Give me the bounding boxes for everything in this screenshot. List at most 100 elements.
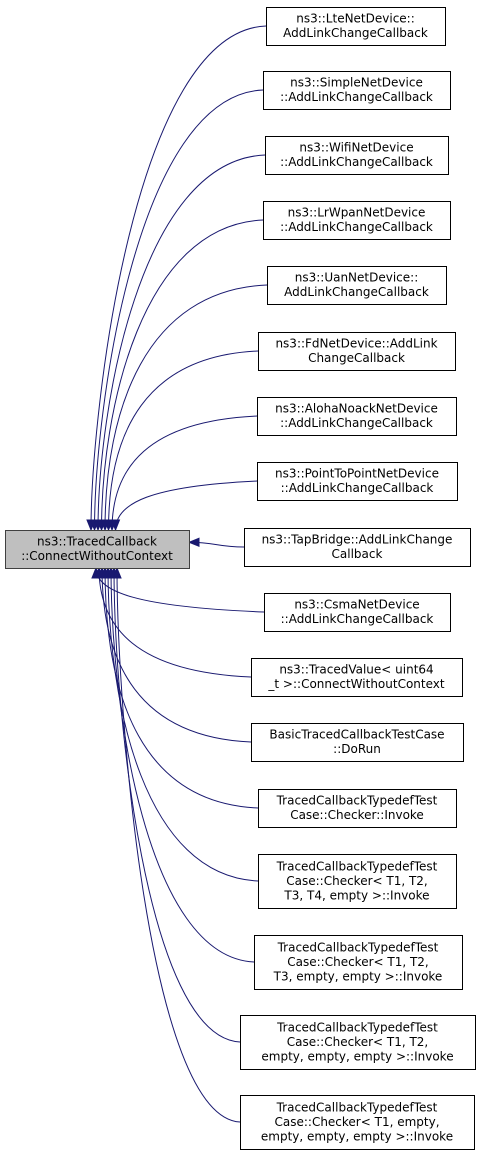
node-caller-lrwpannetdevice-addlinkchangecallback-label-line-2: ::AddLinkChangeCallback (280, 220, 433, 234)
edge-line (108, 350, 259, 531)
node-caller-fdnetdevice-addlinkchangecallback-label-line-2: ChangeCallback (308, 351, 405, 365)
node-caller-pointtopointnetdevice-addlinkchangecallback-label-line-2: ::AddLinkChangeCallback (281, 481, 434, 495)
node-caller-tracedvalue-uint64-t-connectwithoutcontext-box (251, 658, 463, 697)
node-caller-tracedcallbacktypedeftestcase-checker-t1-t2-t3-empty-empty-invoke-label-line-2: Case::Checker< T1, T2, (287, 955, 429, 969)
node-caller-tracedcallbacktypedeftestcase-checker-invoke-box (258, 789, 457, 828)
node-caller-tracedcallbacktypedeftestcase-checker-t1-t2-t3-empty-empty-invoke-box (254, 935, 463, 990)
edge-arrowhead (110, 519, 121, 532)
edge-caller-15 (106, 566, 255, 963)
node-caller-tracedcallbacktypedeftestcase-checker-t1-empty-empty-empty-empty-invoke[interactable]: TracedCallbackTypedefTestCase::Checker< … (240, 1095, 475, 1150)
edge-caller-3 (93, 154, 266, 532)
edge-caller-1 (86, 25, 267, 532)
node-caller-simplenetdevice-addlinkchangecallback-box (263, 71, 451, 110)
node-caller-pointtopointnetdevice-addlinkchangecallback[interactable]: ns3::PointToPointNetDevice::AddLinkChang… (257, 462, 458, 501)
node-caller-tracedcallbacktypedeftestcase-checker-t1-t2-t3-t4-empty-invoke-label-line-2: Case::Checker< T1, T2, (286, 874, 428, 888)
node-caller-tapbridge-addlinkchangecallback-label-line-1: ns3::TapBridge::AddLinkChange (262, 533, 453, 547)
node-caller-tapbridge-addlinkchangecallback-box (244, 528, 471, 567)
edge-line (90, 25, 267, 531)
node-caller-tracedcallbacktypedeftestcase-checker-t1-t2-empty-empty-empty-invoke-label-line-1: TracedCallbackTypedefTest (276, 1020, 438, 1034)
node-caller-lrwpannetdevice-addlinkchangecallback-label-line-1: ns3::LrWpanNetDevice (288, 206, 426, 220)
node-caller-lrwpannetdevice-addlinkchangecallback[interactable]: ns3::LrWpanNetDevice::AddLinkChangeCallb… (263, 201, 451, 240)
node-caller-simplenetdevice-addlinkchangecallback-label-line-1: ns3::SimpleNetDevice (290, 76, 423, 90)
node-caller-ltenetdevice-addlinkchangecallback-label-line-2: AddLinkChangeCallback (283, 26, 428, 40)
edge-arrowhead (112, 566, 122, 579)
node-caller-tracedcallbacktypedeftestcase-checker-t1-empty-empty-empty-empty-invoke-label-line-2: Case::Checker< T1, empty, (274, 1115, 439, 1129)
node-caller-tracedcallbacktypedeftestcase-checker-t1-t2-t3-t4-empty-invoke[interactable]: TracedCallbackTypedefTestCase::Checker< … (258, 854, 457, 909)
edge-line (111, 415, 258, 531)
edge-caller-9 (187, 537, 245, 548)
node-caller-tracedcallbacktypedeftestcase-checker-t1-t2-empty-empty-empty-invoke[interactable]: TracedCallbackTypedefTestCase::Checker< … (240, 1015, 476, 1070)
edge-line (95, 567, 265, 613)
node-caller-tracedcallbacktypedeftestcase-checker-invoke-label-line-2: Case::Checker::Invoke (290, 808, 424, 822)
node-caller-tracedcallbacktypedeftestcase-checker-invoke[interactable]: TracedCallbackTypedefTestCase::Checker::… (258, 789, 457, 828)
node-caller-lrwpannetdevice-addlinkchangecallback-box (263, 201, 451, 240)
edge-caller-12 (97, 566, 252, 743)
node-caller-ltenetdevice-addlinkchangecallback-label-line-1: ns3::LteNetDevice:: (296, 12, 415, 26)
node-root-tracedcallback-connectwithoutcontext-label-line-2: ::ConnectWithoutContext (21, 549, 173, 563)
node-caller-tapbridge-addlinkchangecallback-label-line-2: Callback (332, 547, 383, 561)
node-caller-tracedcallbacktypedeftestcase-checker-t1-empty-empty-empty-empty-invoke-box (240, 1095, 475, 1150)
node-caller-uannetdevice-addlinkchangecallback[interactable]: ns3::UanNetDevice::AddLinkChangeCallback (267, 266, 447, 305)
node-caller-tracedcallbacktypedeftestcase-checker-t1-empty-empty-empty-empty-invoke-label-line-3: empty, empty, empty >::Invoke (261, 1129, 453, 1143)
node-caller-fdnetdevice-addlinkchangecallback-box (258, 332, 456, 371)
node-caller-simplenetdevice-addlinkchangecallback-label-line-2: ::AddLinkChangeCallback (280, 90, 433, 104)
node-caller-alohanoacknetdevice-addlinkchangecallback-label-line-1: ns3::AlohaNoackNetDevice (275, 402, 438, 416)
edge-line (98, 567, 252, 678)
node-caller-simplenetdevice-addlinkchangecallback[interactable]: ns3::SimpleNetDevice::AddLinkChangeCallb… (263, 71, 451, 110)
node-caller-wifinetdevice-addlinkchangecallback[interactable]: ns3::WifiNetDevice::AddLinkChangeCallbac… (265, 136, 449, 175)
node-caller-pointtopointnetdevice-addlinkchangecallback-box (257, 462, 458, 501)
edge-line (97, 154, 266, 531)
nodes-layer: ns3::TracedCallback::ConnectWithoutConte… (5, 7, 476, 1150)
node-caller-wifinetdevice-addlinkchangecallback-label-line-2: ::AddLinkChangeCallback (280, 155, 433, 169)
edge-arrowhead (187, 537, 200, 548)
edge-caller-13 (100, 566, 259, 809)
node-caller-tracedvalue-uint64-t-connectwithoutcontext-label-line-2: _t >::ConnectWithoutContext (267, 677, 444, 691)
node-caller-alohanoacknetdevice-addlinkchangecallback[interactable]: ns3::AlohaNoackNetDevice::AddLinkChangeC… (257, 397, 457, 436)
node-caller-tapbridge-addlinkchangecallback[interactable]: ns3::TapBridge::AddLinkChangeCallback (244, 528, 471, 567)
node-caller-tracedcallbacktypedeftestcase-checker-t1-t2-t3-t4-empty-invoke-label-line-1: TracedCallbackTypedefTest (276, 859, 438, 873)
node-caller-uannetdevice-addlinkchangecallback-label-line-1: ns3::UanNetDevice:: (295, 271, 419, 285)
node-caller-wifinetdevice-addlinkchangecallback-box (265, 136, 449, 175)
node-caller-csmanetdevice-addlinkchangecallback[interactable]: ns3::CsmaNetDevice::AddLinkChangeCallbac… (264, 593, 451, 632)
edge-line (94, 89, 264, 531)
node-caller-basictracedcallbacktestcase-dorun-label-line-2: ::DoRun (333, 742, 381, 756)
node-caller-tracedcallbacktypedeftestcase-checker-t1-t2-t3-empty-empty-invoke-label-line-3: T3, empty, empty >::Invoke (273, 969, 443, 983)
edge-line (113, 567, 241, 1043)
edges-layer (86, 25, 268, 1123)
node-caller-tracedcallbacktypedeftestcase-checker-t1-t2-t3-empty-empty-invoke-label-line-1: TracedCallbackTypedefTest (277, 940, 439, 954)
node-caller-wifinetdevice-addlinkchangecallback-label-line-1: ns3::WifiNetDevice (299, 141, 413, 155)
edge-caller-8 (110, 480, 258, 532)
node-caller-ltenetdevice-addlinkchangecallback-box (266, 7, 446, 46)
edge-caller-2 (89, 89, 264, 532)
node-caller-csmanetdevice-addlinkchangecallback-box (264, 593, 451, 632)
node-caller-tracedvalue-uint64-t-connectwithoutcontext[interactable]: ns3::TracedValue< uint64_t >::ConnectWit… (251, 658, 463, 697)
edge-line (104, 284, 268, 531)
node-root-tracedcallback-connectwithoutcontext-label-line-1: ns3::TracedCallback (37, 535, 157, 549)
node-caller-basictracedcallbacktestcase-dorun-label-line-1: BasicTracedCallbackTestCase (269, 728, 444, 742)
node-caller-tracedvalue-uint64-t-connectwithoutcontext-label-line-1: ns3::TracedValue< uint64 (279, 663, 433, 677)
node-caller-tracedcallbacktypedeftestcase-checker-t1-t2-t3-t4-empty-invoke-box (258, 854, 457, 909)
edge-line (107, 567, 259, 882)
node-caller-tracedcallbacktypedeftestcase-checker-invoke-label-line-1: TracedCallbackTypedefTest (276, 794, 438, 808)
edge-line (116, 567, 241, 1123)
node-caller-tracedcallbacktypedeftestcase-checker-t1-t2-t3-t4-empty-invoke-label-line-3: T3, T4, empty >::Invoke (283, 888, 429, 902)
edge-caller-16 (109, 566, 241, 1043)
node-caller-tracedcallbacktypedeftestcase-checker-t1-t2-empty-empty-empty-invoke-label-line-2: Case::Checker< T1, T2, (287, 1035, 429, 1049)
node-caller-uannetdevice-addlinkchangecallback-label-line-2: AddLinkChangeCallback (284, 285, 429, 299)
edge-caller-17 (112, 566, 241, 1123)
node-caller-csmanetdevice-addlinkchangecallback-label-line-2: ::AddLinkChangeCallback (281, 612, 434, 626)
node-caller-ltenetdevice-addlinkchangecallback[interactable]: ns3::LteNetDevice::AddLinkChangeCallback (266, 7, 446, 46)
node-caller-alohanoacknetdevice-addlinkchangecallback-box (257, 397, 457, 436)
node-caller-uannetdevice-addlinkchangecallback-box (267, 266, 447, 305)
node-caller-tracedcallbacktypedeftestcase-checker-t1-t2-t3-empty-empty-invoke[interactable]: TracedCallbackTypedefTestCase::Checker< … (254, 935, 463, 990)
edge-caller-14 (103, 566, 259, 882)
node-caller-csmanetdevice-addlinkchangecallback-label-line-1: ns3::CsmaNetDevice (294, 598, 419, 612)
node-root-tracedcallback-connectwithoutcontext[interactable]: ns3::TracedCallback::ConnectWithoutConte… (5, 530, 190, 569)
node-caller-basictracedcallbacktestcase-dorun-box (251, 723, 464, 762)
node-caller-fdnetdevice-addlinkchangecallback-label-line-1: ns3::FdNetDevice::AddLink (275, 337, 437, 351)
node-root-tracedcallback-connectwithoutcontext-box (5, 530, 190, 569)
edge-line (101, 219, 264, 531)
node-caller-basictracedcallbacktestcase-dorun[interactable]: BasicTracedCallbackTestCase::DoRun (251, 723, 464, 762)
node-caller-fdnetdevice-addlinkchangecallback[interactable]: ns3::FdNetDevice::AddLinkChangeCallback (258, 332, 456, 371)
